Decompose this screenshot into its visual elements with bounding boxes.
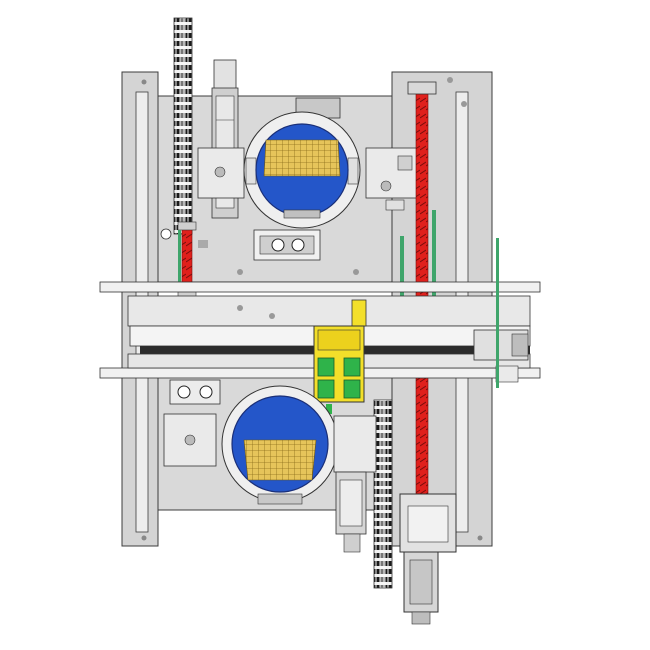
green-gripper-fingers (317, 357, 361, 414)
drag-chain-right (373, 399, 393, 589)
upper-wafer-chuck (243, 97, 361, 229)
small-fasteners (141, 77, 483, 541)
drag-chain-left (173, 17, 193, 235)
left-linear-rail (178, 230, 181, 290)
lower-right-cylinder (333, 415, 377, 553)
upper-connector-block (253, 229, 321, 261)
upper-right-clamp (365, 147, 419, 199)
lower-left-clamp (163, 379, 221, 467)
right-linear-rail (400, 210, 436, 350)
servo-motor-bottom (399, 493, 457, 625)
upper-left-clamp (197, 147, 245, 199)
right-beam-actuator (473, 329, 529, 383)
right-edge-guides (496, 238, 499, 388)
